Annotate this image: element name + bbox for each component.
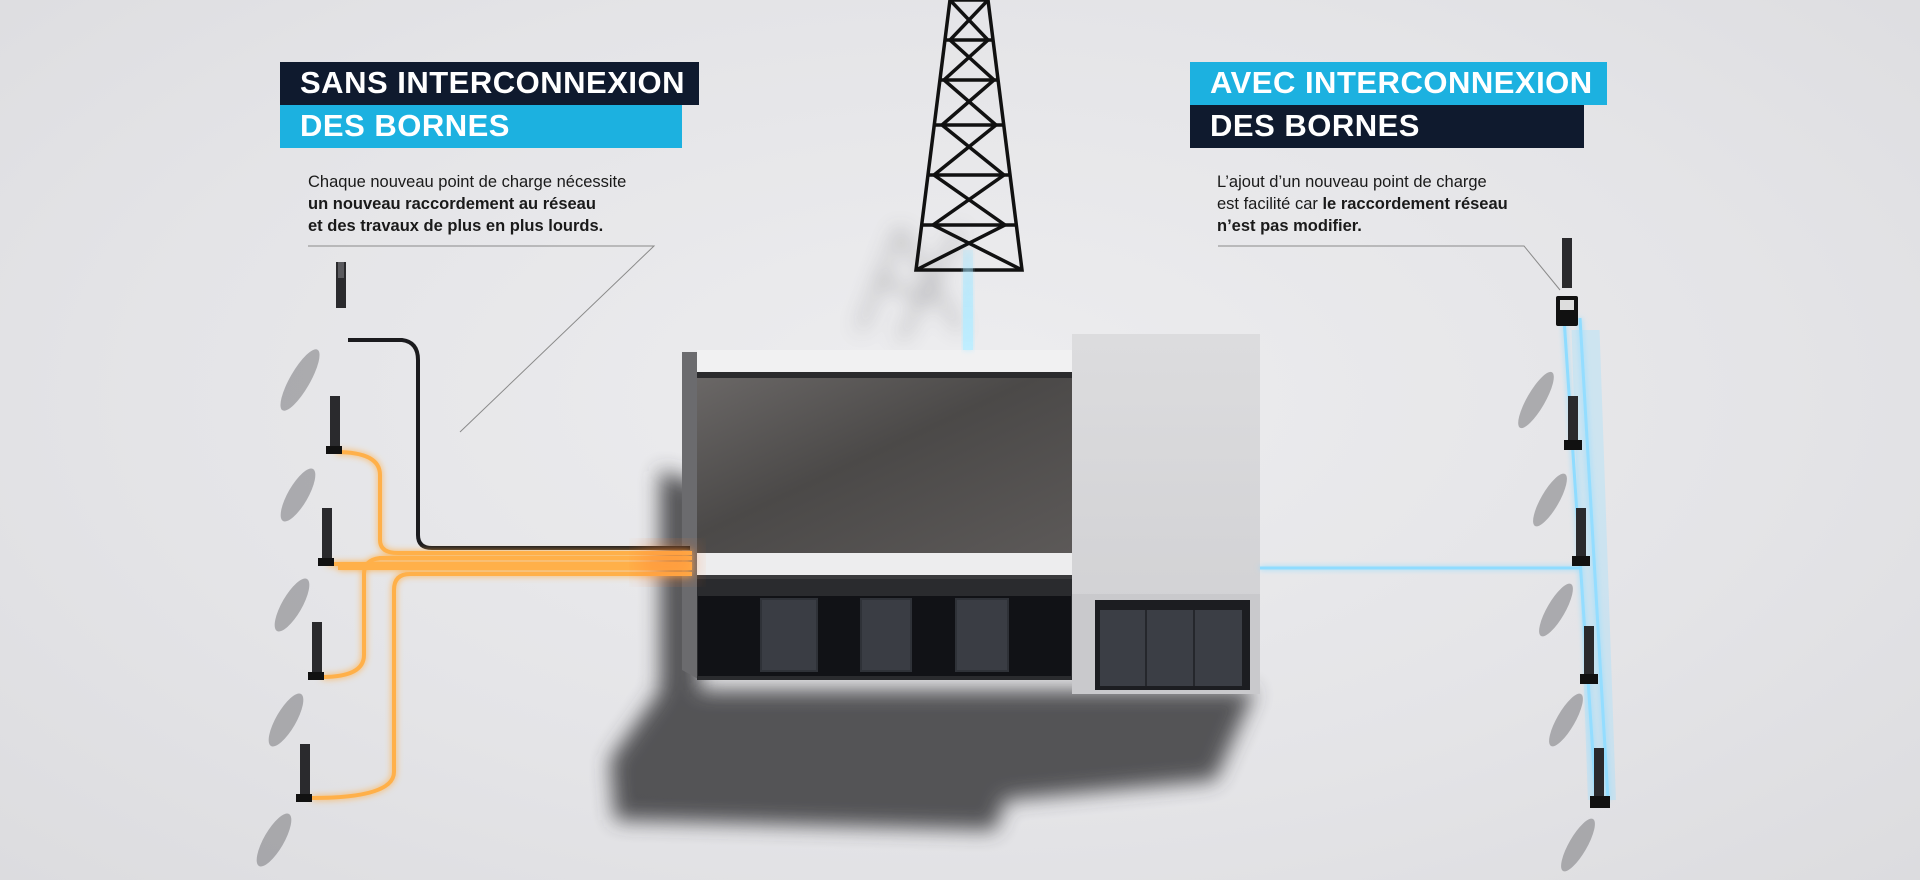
pylon-shadow bbox=[858, 228, 962, 341]
pylon bbox=[914, 0, 1024, 272]
right-desc-bold: n’est pas modifier. bbox=[1217, 215, 1508, 237]
annex-building bbox=[1072, 334, 1260, 694]
right-desc-line2-bold: le raccordement réseau bbox=[1322, 195, 1508, 213]
charger-unconnected bbox=[280, 262, 346, 411]
building-shadow bbox=[610, 470, 1255, 830]
right-description: L’ajout d’un nouveau point de charge est… bbox=[1217, 171, 1508, 237]
main-building bbox=[682, 350, 1072, 680]
charger-1 bbox=[280, 396, 342, 522]
charger-3 bbox=[268, 622, 324, 747]
left-title-line1: SANS INTERCONNEXION bbox=[280, 62, 699, 105]
blue-interconnect-band bbox=[1571, 330, 1616, 800]
left-desc-line1: Chaque nouveau point de charge nécessite bbox=[308, 173, 627, 191]
orange-cables bbox=[311, 450, 692, 800]
left-desc-line2: un nouveau raccordement au réseau bbox=[308, 195, 596, 213]
right-desc-line2: est facilité car le raccordement réseau bbox=[1217, 193, 1508, 215]
orange-cables-entry-glow bbox=[640, 545, 695, 580]
left-title: SANS INTERCONNEXION DES BORNES bbox=[280, 62, 699, 148]
right-title: AVEC INTERCONNEXION DES BORNES bbox=[1190, 62, 1607, 148]
right-title-line1: AVEC INTERCONNEXION bbox=[1190, 62, 1607, 105]
left-leader-line bbox=[308, 245, 656, 433]
left-description: Chaque nouveau point de charge nécessite… bbox=[308, 171, 626, 237]
grid-cable-black bbox=[348, 338, 690, 550]
charger-4 bbox=[256, 744, 312, 867]
right-leader-line bbox=[1218, 245, 1561, 291]
right-chargers bbox=[1518, 238, 1610, 872]
left-title-line2: DES BORNES bbox=[280, 105, 682, 148]
right-desc-line3: n’est pas modifier. bbox=[1217, 217, 1362, 235]
charger-r3 bbox=[1549, 626, 1598, 747]
charger-r4 bbox=[1561, 748, 1610, 872]
grid-connection-beam bbox=[963, 250, 973, 350]
charger-r1 bbox=[1533, 396, 1582, 527]
left-chargers bbox=[256, 262, 346, 867]
right-desc-line1: L’ajout d’un nouveau point de charge bbox=[1217, 173, 1487, 191]
right-title-line2: DES BORNES bbox=[1190, 105, 1584, 148]
charger-r0 bbox=[1518, 238, 1578, 429]
left-desc-bold: un nouveau raccordement au réseau bbox=[308, 193, 626, 215]
charger-2 bbox=[274, 508, 334, 632]
right-desc-line2-plain: est facilité car bbox=[1217, 195, 1323, 213]
charger-r2 bbox=[1539, 508, 1590, 637]
left-desc-line3: et des travaux de plus en plus lourds. bbox=[308, 217, 604, 235]
left-desc-bold-2: et des travaux de plus en plus lourds. bbox=[308, 215, 626, 237]
